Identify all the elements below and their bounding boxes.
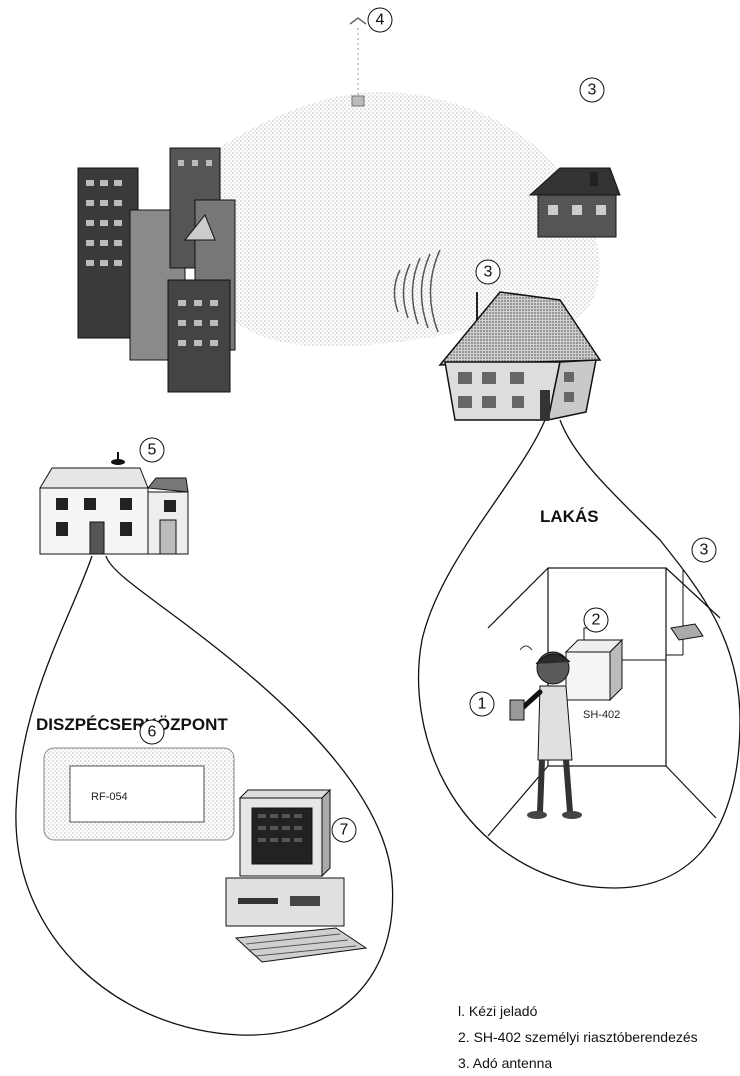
marker-5: 5 (139, 437, 165, 463)
dispatch-zone-outline (15, 555, 394, 1036)
rf054-receiver-icon (43, 747, 235, 841)
marker-1: 1 (469, 691, 495, 717)
marker-2: 2 (583, 607, 609, 633)
svg-text:1: 1 (478, 696, 487, 713)
svg-text:3: 3 (484, 264, 493, 281)
svg-text:3: 3 (700, 542, 709, 559)
svg-text:4: 4 (376, 12, 385, 29)
sh402-label: SH-402 (583, 709, 620, 721)
home-house-icon (438, 291, 602, 421)
svg-text:6: 6 (148, 724, 157, 741)
lakas-label: LAKÁS (540, 507, 599, 526)
marker-4: 4 (367, 7, 393, 33)
rf054-label: RF-054 (91, 791, 128, 803)
marker-3-house: 3 (475, 259, 501, 285)
dispatch-building-icon (39, 452, 189, 555)
svg-text:5: 5 (148, 442, 157, 459)
marker-7: 7 (331, 817, 357, 843)
dispatch-label: DISZPÉCSERKÖZPONT (36, 715, 228, 734)
marker-3-top: 3 (579, 77, 605, 103)
svg-text:3: 3 (588, 82, 597, 99)
svg-text:2: 2 (592, 612, 601, 629)
antenna-tower-icon (349, 17, 367, 107)
legend-item: l. Kézi jeladó (458, 1003, 538, 1019)
lakas-zone-outline (418, 419, 740, 889)
legend-item: 3. Adó antenna (458, 1055, 553, 1071)
sh402-device-icon (564, 627, 666, 702)
small-house-icon (528, 167, 621, 238)
coverage-zone (200, 92, 600, 347)
person-with-transmitter-icon (509, 645, 582, 819)
computer-icon (225, 788, 368, 963)
marker-6: 6 (139, 719, 165, 745)
legend-item: 2. SH-402 személyi riasztóberendezés (458, 1029, 698, 1045)
wall-antenna-icon (666, 570, 704, 656)
legend: l. Kézi jeladó 2. SH-402 személyi riaszt… (458, 998, 740, 1076)
marker-3-wall: 3 (691, 537, 717, 563)
city-buildings-icon (77, 147, 236, 393)
radio-waves-icon (393, 249, 441, 333)
svg-text:7: 7 (340, 822, 349, 839)
